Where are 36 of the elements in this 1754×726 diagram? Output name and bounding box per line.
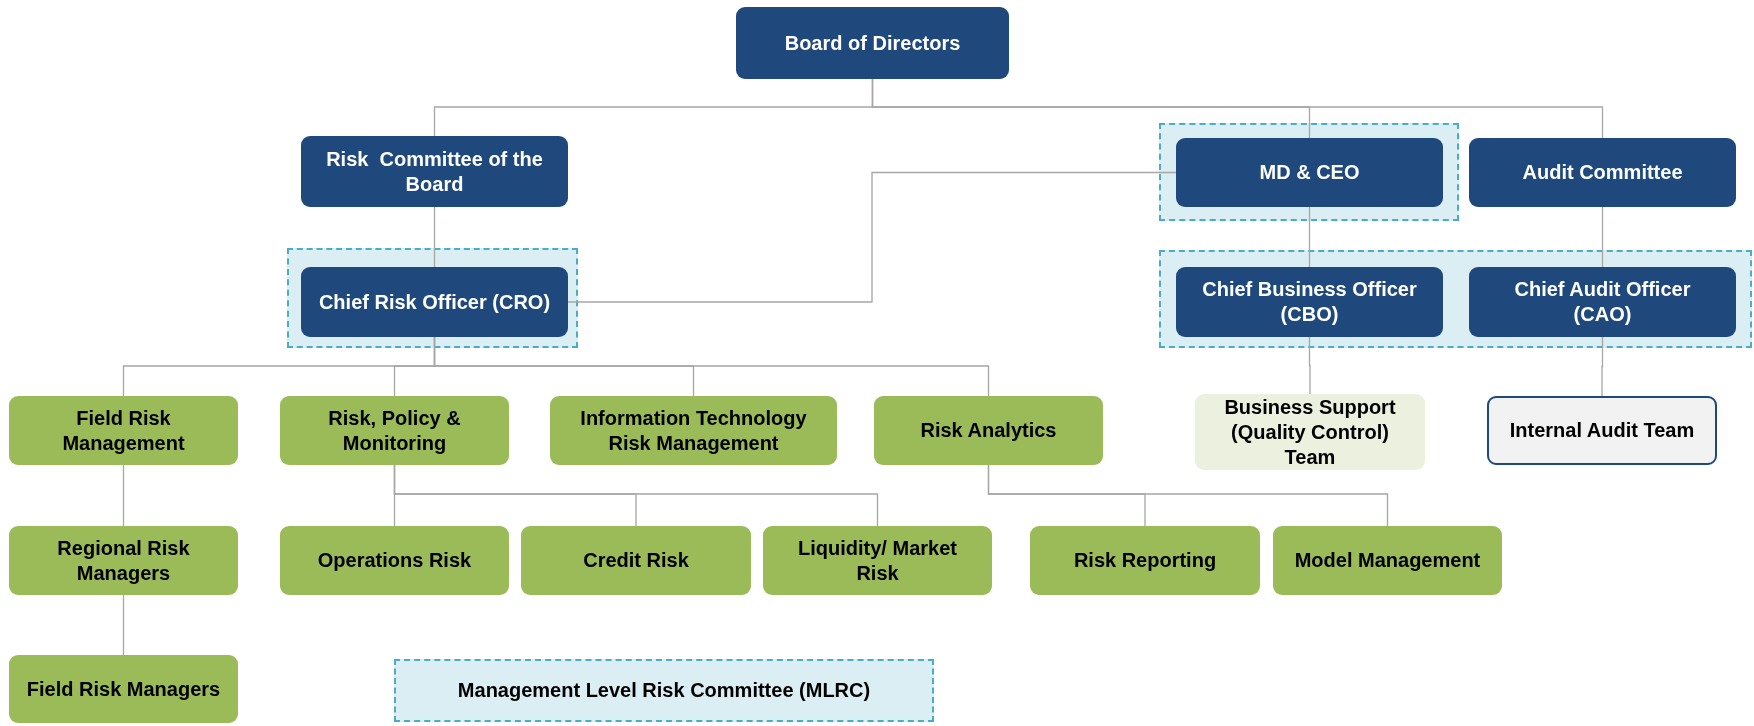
team-box: Model Management bbox=[1273, 526, 1502, 595]
team-box: Credit Risk bbox=[521, 526, 751, 595]
group-frame bbox=[287, 248, 578, 348]
team-box: Information Technology Risk Management bbox=[550, 396, 837, 465]
committee-box: Management Level Risk Committee (MLRC) bbox=[394, 659, 934, 722]
connector-line bbox=[1601, 336, 1604, 397]
team-box: Field Risk Managers bbox=[9, 655, 238, 723]
connector-line bbox=[567, 171, 1177, 303]
connector-line bbox=[433, 206, 436, 268]
group-frame bbox=[1159, 250, 1752, 348]
connector-line bbox=[1308, 336, 1311, 395]
role-box: Chief Risk Officer (CRO) bbox=[301, 267, 568, 337]
role-box: Board of Directors bbox=[736, 7, 1009, 79]
team-box: Business Support (Quality Control) Team bbox=[1195, 394, 1425, 470]
connector-line bbox=[1308, 206, 1311, 268]
role-box: Chief Business Officer (CBO) bbox=[1176, 267, 1443, 337]
connector-line bbox=[433, 336, 990, 397]
connector-line bbox=[122, 464, 125, 527]
team-box: Risk Analytics bbox=[874, 396, 1103, 465]
connector-line bbox=[393, 464, 879, 527]
team-box: Liquidity/ Market Risk bbox=[763, 526, 992, 595]
team-box: Field Risk Management bbox=[9, 396, 238, 465]
group-frame bbox=[1159, 123, 1459, 221]
connector-line bbox=[871, 78, 1604, 139]
connector-line bbox=[987, 464, 1389, 527]
team-box: Internal Audit Team bbox=[1487, 396, 1717, 465]
role-box: Risk Committee of the Board bbox=[301, 136, 568, 207]
team-box: Risk Reporting bbox=[1030, 526, 1260, 595]
connector-line bbox=[122, 594, 125, 656]
role-box: Chief Audit Officer (CAO) bbox=[1469, 267, 1736, 337]
connector-line bbox=[1601, 206, 1604, 268]
role-box: Audit Committee bbox=[1469, 138, 1736, 207]
team-box: Regional Risk Managers bbox=[9, 526, 238, 595]
team-box: Risk, Policy & Monitoring bbox=[280, 396, 509, 465]
team-box: Operations Risk bbox=[280, 526, 509, 595]
role-box: MD & CEO bbox=[1176, 138, 1443, 207]
